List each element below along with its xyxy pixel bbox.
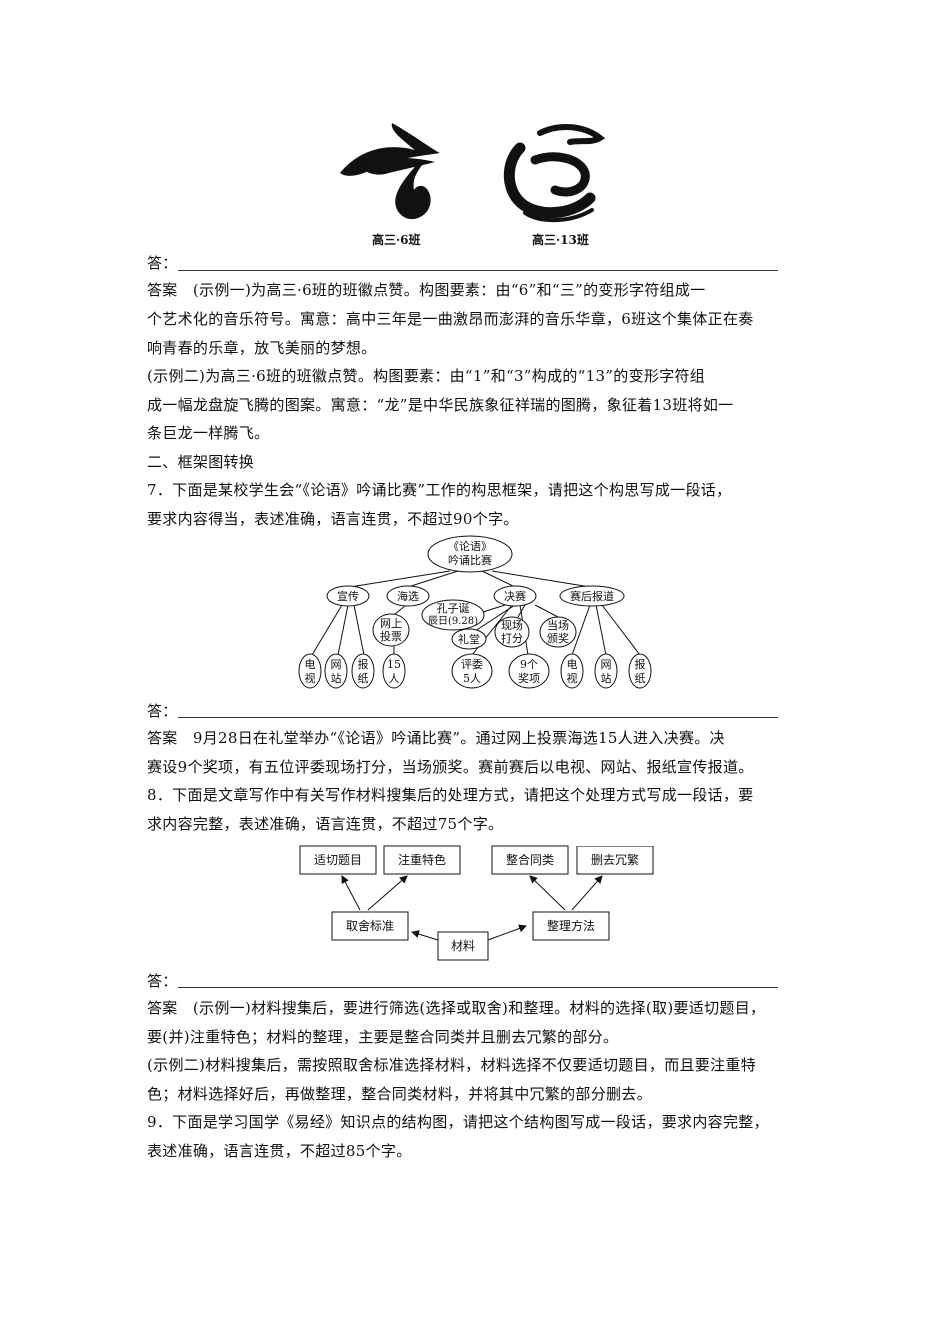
node-paper2-2: 纸: [635, 672, 646, 685]
text-line: 答案 (示例一)材料搜集后，要进行筛选(选择或取舍)和整理。材料的选择(取)要适…: [147, 999, 766, 1017]
badge-13-caption: 高三·13班: [532, 233, 589, 247]
box-cailiao: 材料: [451, 939, 475, 953]
class-badges: [340, 123, 606, 223]
node-saihou: 赛后报道: [570, 589, 614, 603]
section-heading: 二、框架图转换: [147, 453, 255, 471]
node-pingwei-1: 评委: [461, 658, 483, 671]
framework-diagram-8: 适切题目 注重特色 整合同类 取舍标准 材料 整理方法: [299, 845, 610, 961]
answer-blank: [178, 717, 778, 718]
text-line: 答案 (示例一)为高三·6班的班徽点赞。构图要素：由“6”和“三”的变形字符组成…: [147, 281, 706, 299]
node-15-1: 15: [387, 658, 401, 671]
text-line: 个艺术化的音乐符号。寓意：高中三年是一曲激昂而澎湃的音乐华章，6班这个集体正在奏: [147, 310, 754, 328]
node-kongzi-2: 辰日(9.28): [428, 615, 478, 627]
node-root-line1: 《论语》: [448, 539, 492, 553]
node-juesai: 决赛: [504, 589, 526, 603]
node-tv-2: 视: [305, 671, 316, 685]
question-7: 7．下面是某校学生会“《论语》吟诵比赛”工作的构思框架，请把这个构思写成一段话，: [147, 481, 732, 499]
node-litang: 礼堂: [458, 632, 480, 646]
node-web-1: 网: [331, 658, 342, 671]
answer-label: 答：: [147, 254, 178, 272]
question-9-requirement: 表述准确，语言连贯，不超过85个字。: [147, 1142, 412, 1160]
box-qushe: 取舍标准: [346, 918, 394, 933]
node-jiangxiang-2: 奖项: [518, 671, 540, 685]
node-tv2-2: 视: [567, 671, 578, 685]
node-web2-2: 站: [601, 671, 612, 685]
node-wangshang-2: 投票: [380, 629, 402, 643]
box-shanqu: 删去冗繁: [591, 852, 639, 867]
question-7-requirement: 要求内容得当，表述准确，语言连贯，不超过90个字。: [147, 510, 519, 528]
answer-label: 答：: [147, 972, 178, 990]
box-zhengli: 整理方法: [547, 918, 595, 933]
node-kongzi-1: 孔子诞: [437, 601, 470, 615]
box-zhuzhong: 注重特色: [398, 852, 446, 867]
box-shanqu-wrap: 删去冗繁: [576, 846, 654, 875]
node-paper2-1: 报: [635, 657, 646, 671]
node-xianchang-1: 现场: [501, 618, 523, 632]
node-tv2-1: 电: [567, 658, 578, 671]
node-root-line2: 吟诵比赛: [448, 553, 492, 567]
badge-6-logo: [340, 123, 440, 220]
node-pingwei-2: 5人: [463, 672, 481, 685]
node-paper-2: 纸: [358, 672, 369, 685]
question-9: 9．下面是学习国学《易经》知识点的结构图，请把这个结构图写成一段话，要求内容完整…: [147, 1113, 769, 1131]
badge-6-caption: 高三·6班: [372, 233, 421, 247]
node-jiangxiang-1: 9个: [520, 658, 538, 671]
node-dangchang-2: 颁奖: [547, 631, 569, 645]
node-paper-1: 报: [358, 657, 369, 671]
node-15-2: 人: [389, 672, 400, 685]
badge-13-logo: [503, 124, 606, 223]
box-shiqie: 适切题目: [314, 853, 362, 867]
node-tv-1: 电: [305, 658, 316, 671]
text-line: 成一幅龙盘旋飞腾的图案。寓意：“龙”是中华民族象征祥瑞的图腾，象征着13班将如一: [147, 396, 734, 414]
node-xianchang-2: 打分: [501, 631, 523, 645]
answer-blank: [178, 270, 778, 271]
box-zhenghe: 整合同类: [506, 852, 554, 867]
question-8-requirement: 求内容完整，表述准确，语言连贯，不超过75个字。: [147, 815, 504, 833]
node-xuanchuan: 宣传: [337, 589, 359, 603]
answer-blank: [178, 987, 778, 988]
node-haixuan: 海选: [397, 589, 419, 603]
node-wangshang-1: 网上: [380, 617, 402, 630]
text-line: (示例二)为高三·6班的班徽点赞。构图要素：由“1”和“3”构成的“13”的变形…: [147, 367, 706, 385]
question-8: 8．下面是文章写作中有关写作材料搜集后的处理方式，请把这个处理方式写成一段话，要: [147, 786, 754, 804]
text-line: 条巨龙一样腾飞。: [147, 424, 270, 442]
node-web-2: 站: [331, 671, 342, 685]
text-line: 答案 9月28日在礼堂举办“《论语》吟诵比赛”。通过网上投票海选15人进入决赛。…: [147, 729, 725, 747]
node-web2-1: 网: [601, 658, 612, 671]
text-line: (示例二)材料搜集后，需按照取舍标准选择材料，材料选择不仅要适切题目，而且要注重…: [147, 1056, 757, 1074]
text-line: 赛设9个奖项，有五位评委现场打分，当场颁奖。赛前赛后以电视、网站、报纸宣传报道。: [147, 758, 754, 776]
framework-diagram-7: 《论语》 吟诵比赛 宣传 海选 决赛 赛后报道 网上 投票 孔子诞 辰日(9.2…: [298, 535, 652, 689]
node-dangchang-1: 当场: [547, 618, 569, 632]
text-line: 色；材料选择好后，再做整理，整合同类材料，并将其中冗繁的部分删去。: [147, 1085, 652, 1103]
text-line: 要(并)注重特色；材料的整理，主要是整合同类并且删去冗繁的部分。: [147, 1028, 619, 1046]
answer-label: 答：: [147, 702, 178, 720]
text-line: 响青春的乐章，放飞美丽的梦想。: [147, 339, 377, 357]
